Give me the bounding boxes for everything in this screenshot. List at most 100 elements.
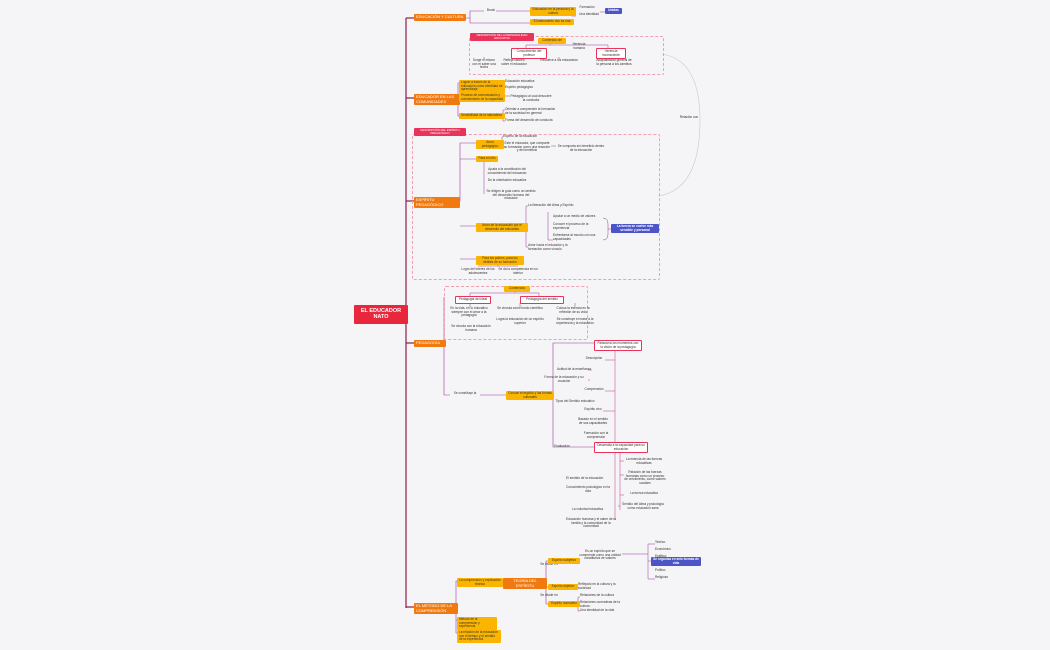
frame-personalidad — [469, 36, 664, 75]
node-identidad-vida: Una identidad de la vida — [580, 608, 615, 612]
node-herencia-inconsciente[interactable]: Herencia inconsciente — [596, 48, 626, 60]
header-espiritu: DESCRIPCIÓN DEL ESPÍRITU PEDAGÓGICO — [414, 128, 466, 137]
node-forma-desarrollo: Forma del desarrollo de conducta — [505, 118, 553, 122]
node-forma-vocacion: Forma de la educación y su vocación — [544, 375, 584, 383]
node-para-pobres[interactable]: Para los pobres, para los débiles de su … — [476, 256, 524, 266]
node-voluntad-educativa: La voluntad educativa — [572, 507, 604, 511]
node-bruck: Bruck — [486, 8, 496, 12]
node-liberacion: La liberación del Alma y Espíritu — [528, 203, 574, 207]
node-enfrentarse: Enfrentarse al mundo con sus capacidades — [553, 233, 596, 241]
node-orientacion: De la orientación educativa — [487, 178, 527, 182]
node-teorico: Teórico — [655, 540, 666, 544]
branch-educacion-cultura[interactable]: EDUCACIÓN Y CULTURA — [414, 14, 466, 21]
node-amor-educacion[interactable]: Amor de la educación por el desarrollo d… — [476, 223, 528, 233]
node-experiencia-educacion: Se construye en base a la experiencia y … — [556, 317, 594, 325]
node-educacion-educativa: Educación educativa — [505, 79, 535, 83]
node-reflejado-cultura: Reflejado en la cultura y la sociedad — [578, 582, 616, 590]
node-espiritu-normativo[interactable]: Espíritu normativo — [548, 601, 580, 607]
node-educacion-cultura[interactable]: Educación en la persona y la cultura — [530, 7, 576, 17]
node-unidad-constitutiva: Es un espíritu que se comprende como una… — [579, 549, 621, 561]
node-orientar: Orientar a comprender la formación de la… — [505, 107, 556, 115]
node-instrumento[interactable]: El instrumento rico es una — [530, 19, 574, 25]
branch-espiritu-pedagogico[interactable]: ESPÍRITU PEDAGÓGICO — [414, 197, 460, 209]
node-formacion-comprension: Formación con la comprensión — [583, 431, 609, 439]
branch-metodo-comprension[interactable]: EL MÉTODO DE LA COMPRENSIÓN — [414, 603, 458, 615]
b3-link — [456, 142, 476, 260]
node-fuerza-educativa: La fuerza educativa — [630, 491, 658, 495]
node-refleja: Refleja valores sobre el educador — [501, 58, 527, 66]
central-topic[interactable]: EL EDUCADOR NATO — [354, 305, 408, 324]
b4-right — [618, 449, 624, 510]
node-relaciona-momentos[interactable]: Relaciona los momentos con la visión de … — [594, 340, 642, 352]
node-conocimiento-profesor[interactable]: Conocimiento del profesor — [511, 48, 547, 60]
header-personalidad: DESCRIPCIÓN DE LA PERSONALIDAD EDUCATIVA — [470, 33, 534, 42]
node-descripcion: Descripción — [585, 356, 603, 360]
node-sensibilidad[interactable]: Sensibilidad de la naturaleza — [459, 113, 505, 119]
node-proceso-comunicacion[interactable]: Proceso de comunicación y conocimiento d… — [459, 93, 505, 103]
label-se-divide-1: Se divide en — [540, 562, 558, 566]
node-espiritu-subjetivo[interactable]: Espíritu subjetivo — [548, 558, 580, 564]
node-relaciones-normativas: Relaciones normativas de la cultura — [580, 600, 621, 608]
node-espiritu-pedagogico-leaf: Espíritu pedagógico — [505, 85, 534, 89]
node-religioso: Religioso — [655, 575, 669, 579]
node-identidad: Una identidad — [579, 12, 599, 16]
frame-espiritu — [412, 134, 660, 280]
node-vincula-humana: Se vincula con la educación humana — [451, 324, 491, 332]
node-espiritu-objetivo[interactable]: Espíritu objetivo — [548, 584, 578, 590]
node-conocer-proceso: Conocer el proceso de la experiencia — [553, 222, 589, 230]
node-economico: Económico — [655, 547, 671, 551]
node-para-nino[interactable]: Para el niño — [476, 156, 498, 162]
node-relacion-fuerzas: Relación de las fuerzas humanas como un … — [624, 470, 666, 486]
node-sentido-educacion: El sentido de la educación — [566, 476, 604, 480]
node-politico: Político — [655, 568, 666, 572]
node-comprension: Comprensión — [584, 387, 604, 391]
node-amor-hacia: Amor hacia el educador y la formación co… — [528, 243, 568, 251]
node-en-la-vida: En la vida, en lo educativo siempre con … — [450, 306, 488, 318]
b4-ticks — [588, 359, 615, 412]
node-conoce-espiritu[interactable]: Conoce el espíritu y las formas cultural… — [506, 391, 554, 401]
node-contenido[interactable]: Contenido del — [538, 38, 566, 44]
node-formacion: Formación — [579, 5, 595, 9]
node-contenidos[interactable]: Contenidos — [504, 286, 530, 292]
node-seis-formas[interactable]: Se organiza en seis formas de vida — [651, 557, 701, 567]
node-espiritu-educacion: Espíritu de la educación — [503, 134, 538, 138]
b3-bracket — [602, 217, 611, 241]
node-basado-sentido: Basado en el sentido de sus capacidades — [578, 417, 608, 425]
node-espiritu-superior: Logra la educación de un espíritu superi… — [496, 317, 544, 325]
node-pedagogia-ideal[interactable]: Pedagogía del ideal — [455, 296, 491, 304]
node-desarrolla-capacidad[interactable]: Desarrolla a la capacidad para su educac… — [594, 442, 648, 454]
node-teoria-espiritu[interactable]: TEORÍA DEL ESPÍRITU — [503, 578, 547, 590]
node-pedagogia-sentido[interactable]: Pedagogía del sentido — [520, 296, 564, 304]
node-ayuda: Ayuda a la constitución del conocimiento… — [487, 167, 527, 175]
node-vincula-cientifico: Se vincula como fondo científico — [497, 306, 543, 310]
node-este-educador: Este el educador, que comparte su formac… — [503, 141, 551, 153]
label-se-constituye: Se constituye la — [453, 391, 477, 395]
node-educacion-humana: Educación humana y el saber de la famili… — [566, 517, 616, 529]
node-fuerza-sensible[interactable]: La fuerza se vuelve más sensible y perso… — [611, 224, 659, 234]
node-pedagogico-conducta: Pedagógico al cual descubre la conducta — [510, 94, 552, 102]
node-evaluacion: Evaluación — [554, 444, 570, 448]
node-unidas[interactable]: Unidas — [605, 8, 622, 14]
node-sin-beneficio: Se comporta sin beneficio dentro de la e… — [557, 144, 605, 152]
node-surge: Surge el mismo con el saber una teoria — [472, 58, 496, 70]
node-coloca-esencia: Coloca la esencia en la reflexión de su … — [556, 306, 590, 314]
side-relation — [657, 53, 701, 197]
node-adaptabilidad: Adaptabilidad general de la persona a lo… — [596, 58, 632, 66]
node-actitud-ensenanza: Actitud de la enseñanza — [556, 367, 592, 371]
node-comprension-teorica[interactable]: La comprensión y explicación teórica — [457, 578, 503, 588]
node-relacion-tiempo[interactable]: La relación de la educación con el tiemp… — [457, 630, 501, 644]
node-herencia-label: Herencia humana — [572, 42, 586, 50]
branch-pedagogia[interactable]: PEDAGOGÍA — [414, 340, 446, 347]
node-sentido-alma: Sentido del Alma y psicología como educa… — [622, 502, 664, 510]
node-tipos-sentido: Tipos del Sentido educativo — [555, 399, 595, 403]
node-lograr[interactable]: Lograr a través de la educación como ide… — [459, 80, 505, 94]
node-amor-pedagogico[interactable]: Amor pedagógico — [476, 140, 504, 150]
node-se-dirigen: Se dirigen la guía como un sentido del d… — [486, 189, 536, 201]
node-metodo-experiencia[interactable]: Método de la comprensión y experiencia — [457, 617, 497, 631]
node-relacion-con: Relación con — [679, 115, 699, 119]
node-logro-interes: Logro del interés de los adolescentes — [461, 267, 495, 275]
node-relaciones-cultura: Relaciones de la cultura — [580, 593, 615, 597]
node-resuelve: Resuelve a los educandos — [540, 58, 578, 62]
branch-comunidades[interactable]: EDUCADOR EN LAS COMUNIDADES — [414, 94, 460, 106]
node-espiritu-vivo: Espíritu vivo — [584, 407, 602, 411]
